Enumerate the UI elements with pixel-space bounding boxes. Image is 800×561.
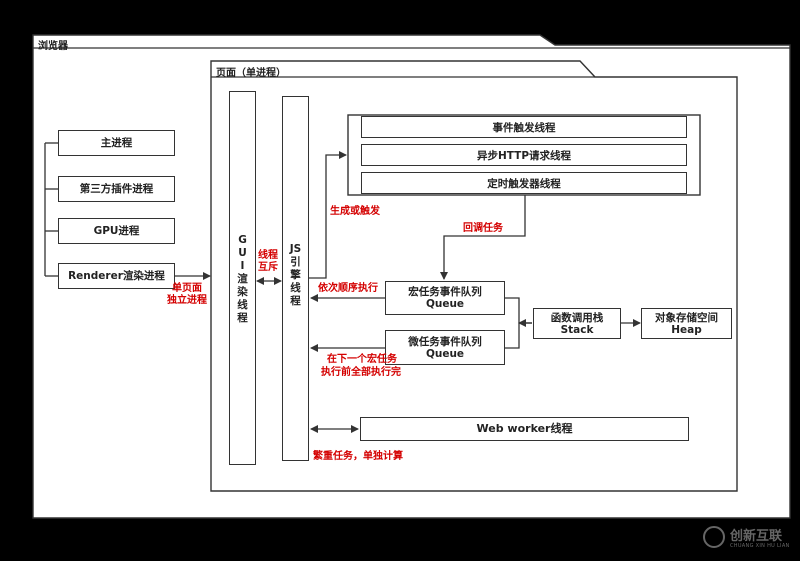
event-trigger-thread: 事件触发线程	[361, 116, 687, 138]
annotation-exec-all: 执行前全部执行完	[321, 367, 401, 378]
main-process-box: 主进程	[58, 130, 175, 156]
annotation-independent-process: 独立进程	[167, 295, 207, 306]
page-title: 页面（单进程）	[216, 68, 286, 79]
micro-task-queue-box: 微任务事件队列 Queue	[385, 330, 505, 365]
brand-logo-icon	[703, 526, 725, 548]
browser-title: 浏览器	[38, 41, 68, 52]
annotation-thread: 线程	[258, 250, 278, 261]
js-thread-label: JS 引 擎 线 程	[289, 243, 302, 307]
gui-thread-box	[229, 91, 256, 465]
js-thread-box	[282, 96, 309, 461]
renderer-process-box: Renderer渲染进程	[58, 263, 175, 289]
async-http-thread: 异步HTTP请求线程	[361, 144, 687, 166]
annotation-heavy-task: 繁重任务，单独计算	[313, 451, 403, 462]
annotation-exec-in-order: 依次顺序执行	[318, 283, 378, 294]
timer-trigger-thread: 定时触发器线程	[361, 172, 687, 194]
watermark-brand: 创新互联	[730, 529, 783, 544]
annotation-mutex: 互斥	[258, 262, 278, 273]
annotation-single-page: 单页面	[172, 283, 202, 294]
annotation-next-macro: 在下一个宏任务	[327, 354, 397, 365]
call-stack-box: 函数调用栈 Stack	[533, 308, 621, 339]
plugin-process-box: 第三方插件进程	[58, 176, 175, 202]
macro-task-queue-box: 宏任务事件队列 Queue	[385, 281, 505, 315]
annotation-generate-trigger: 生成或触发	[330, 206, 380, 217]
heap-box: 对象存储空间 Heap	[641, 308, 732, 339]
gui-thread-label: G U I 渲 染 线 程	[237, 234, 248, 324]
gpu-process-box: GPU进程	[58, 218, 175, 244]
web-worker-box: Web worker线程	[360, 417, 689, 441]
watermark-sub: CHUANG XIN HU LIAN	[730, 543, 790, 549]
annotation-callback-task: 回调任务	[463, 223, 503, 234]
